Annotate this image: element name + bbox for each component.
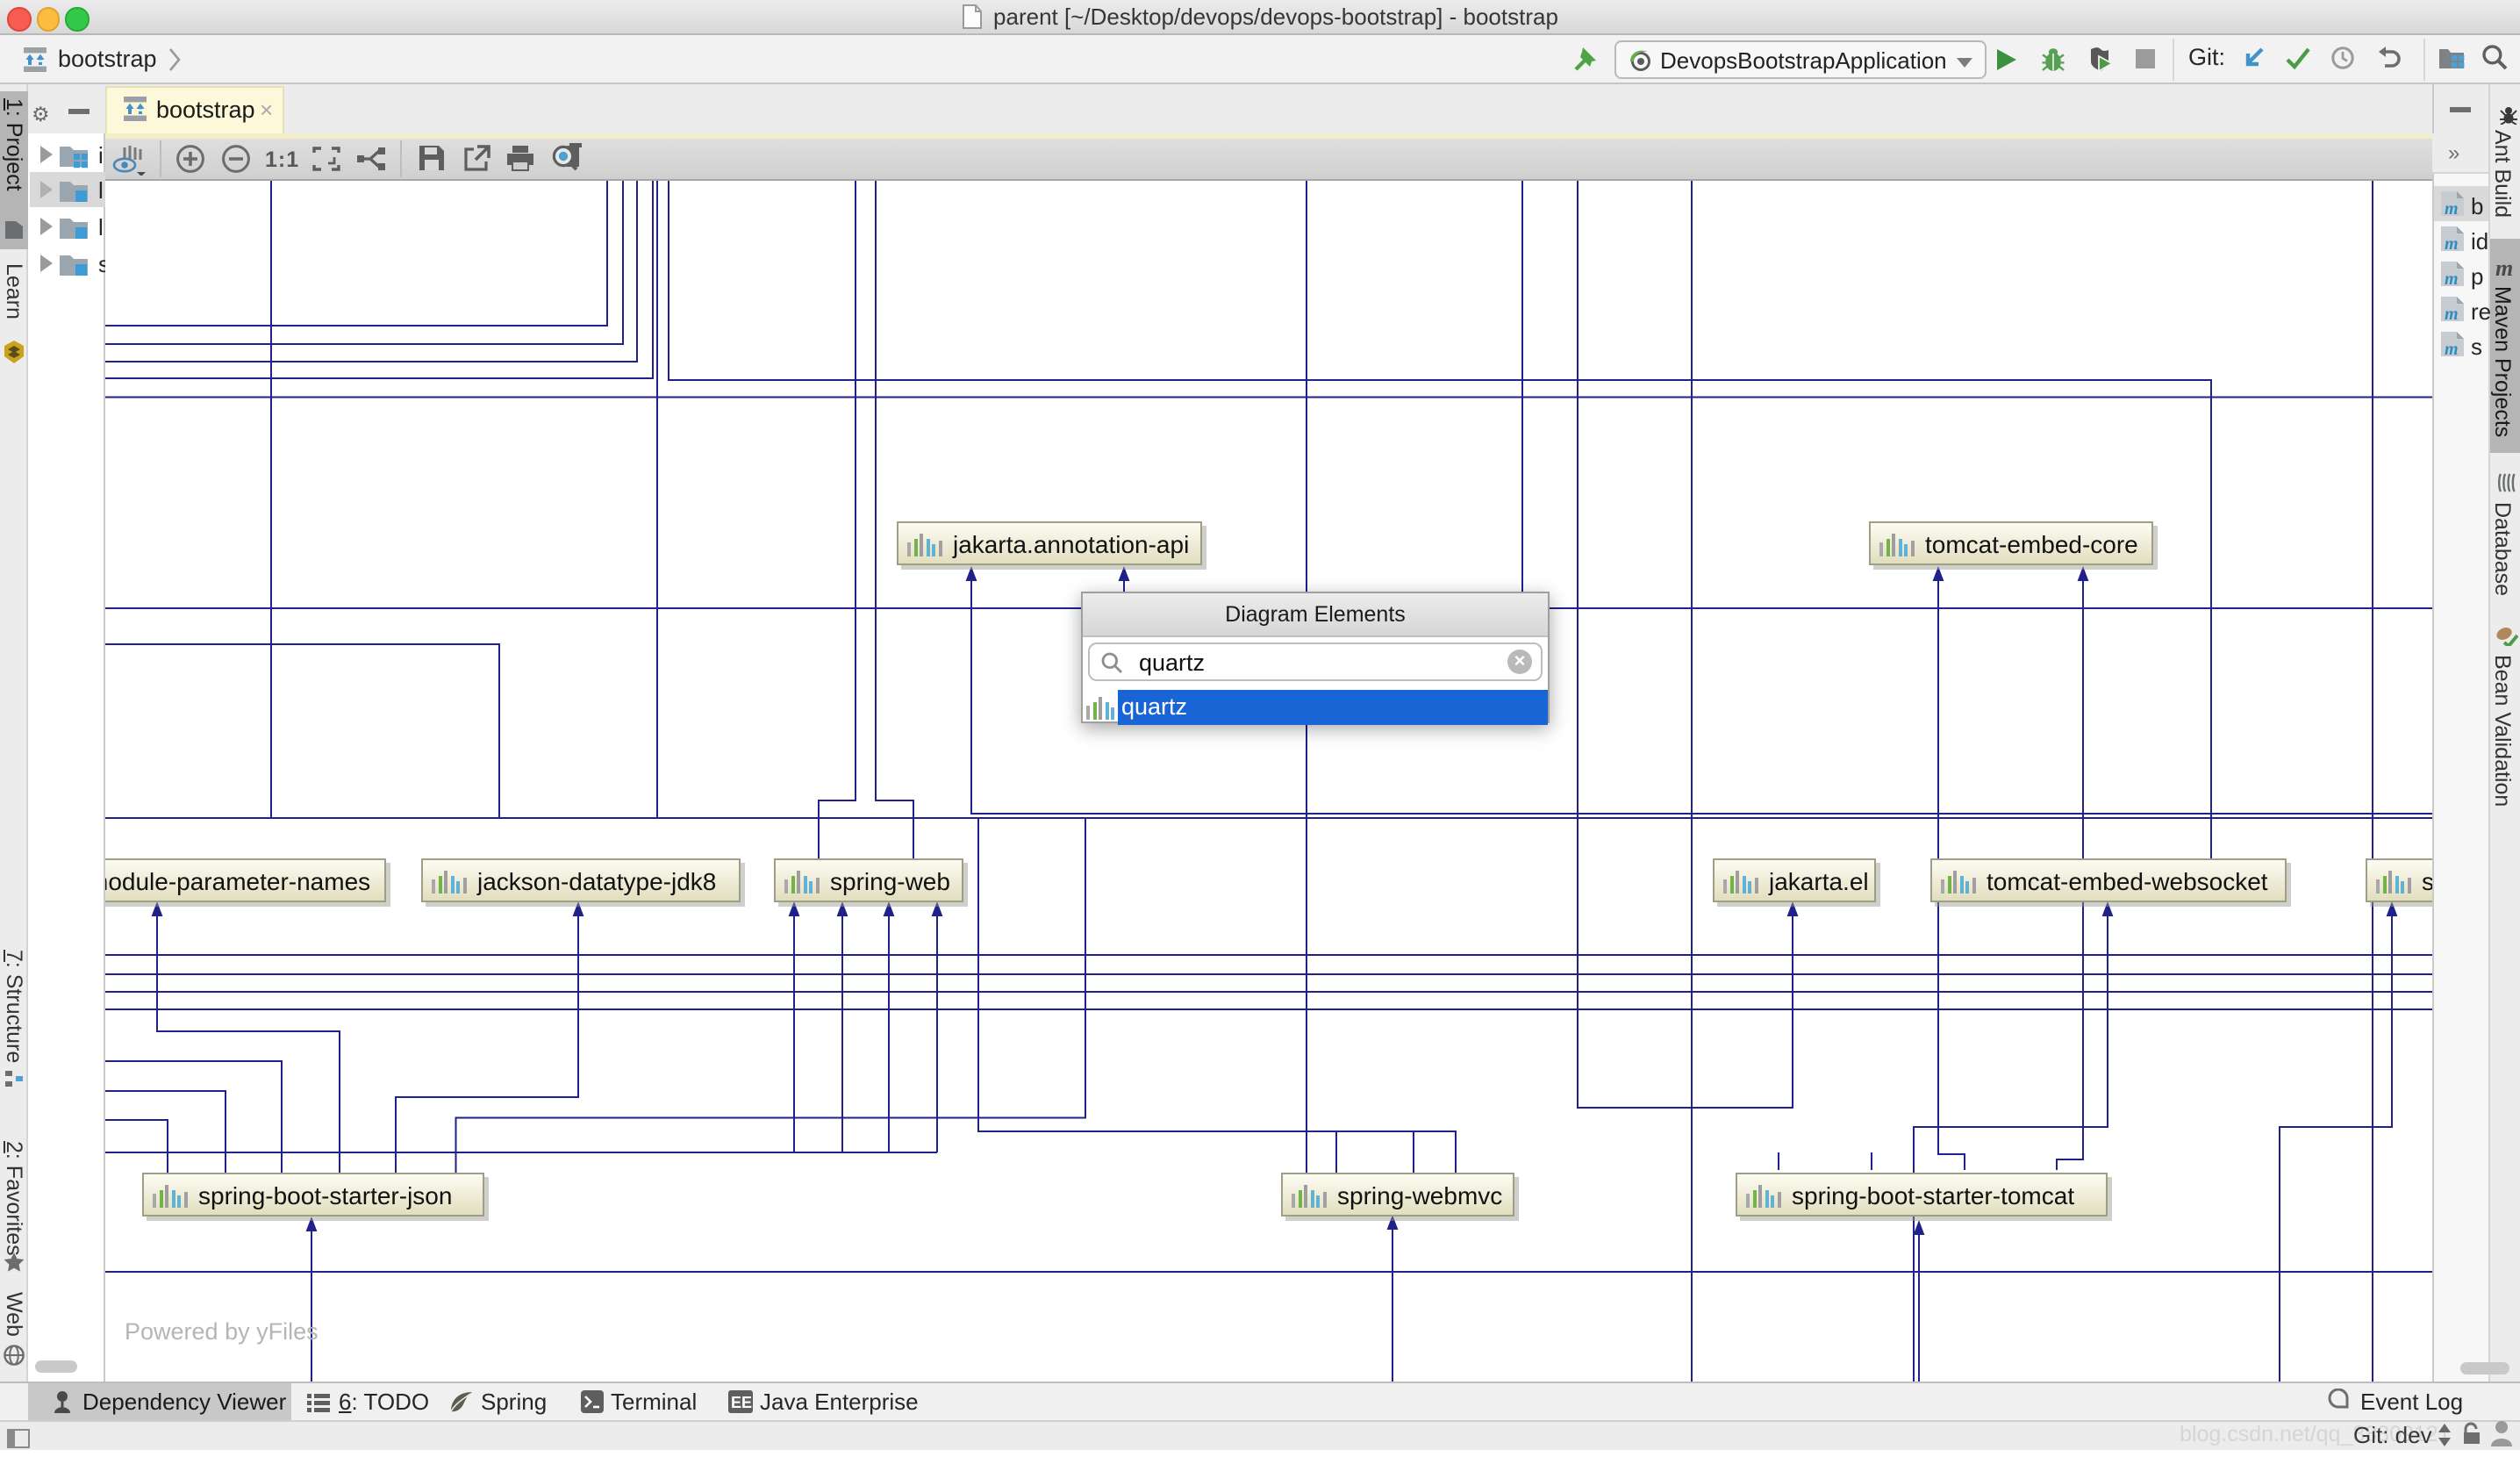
svg-text:m: m [2445,199,2459,218]
svg-text:EE: EE [731,1394,752,1411]
svg-text:m: m [2445,269,2459,288]
svg-text:m: m [2445,305,2459,323]
svg-text:m: m [2445,340,2459,358]
svg-text:m: m [2445,234,2459,253]
